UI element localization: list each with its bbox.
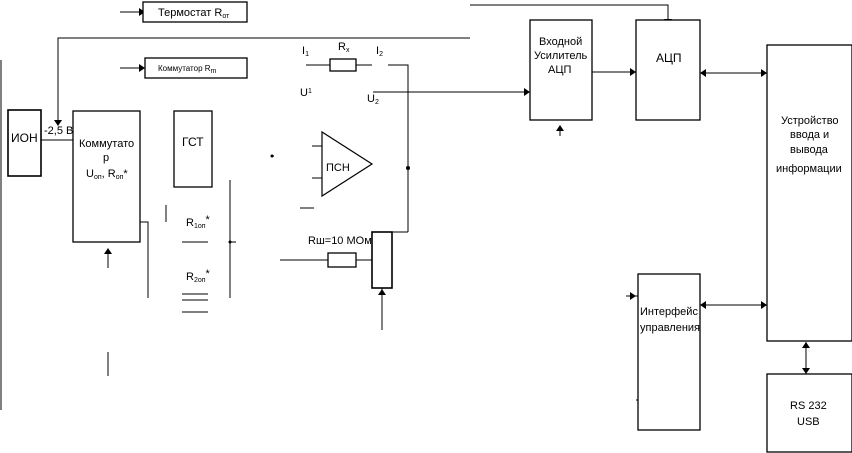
input-amplifier-block: Входной Усилитель АЦП — [529, 19, 593, 121]
svg-text:Устройство: Устройство — [781, 115, 839, 127]
ion-voltage-label: -2,5 В — [44, 125, 73, 137]
svg-text:ГСТ: ГСТ — [182, 135, 204, 149]
ion-block: ИОН -2,5 В — [7, 109, 73, 177]
r2op-label: R2оп* — [186, 268, 211, 284]
i1-label: I1 — [302, 45, 309, 58]
potentiometer — [371, 231, 393, 289]
rsh-resistor: Rш=10 МОм — [308, 235, 372, 268]
svg-text:Входной: Входной — [539, 36, 582, 48]
svg-text:RS 232: RS 232 — [790, 400, 827, 412]
r1op-label: R1оп* — [186, 214, 211, 230]
svg-text:ПСН: ПСН — [326, 162, 350, 174]
svg-text:Коммутато: Коммутато — [79, 138, 134, 150]
rx-resistor: Rx — [329, 41, 357, 72]
rs232-usb-block: RS 232 USB — [766, 373, 852, 453]
io-device-block: Устройство ввода и вывода информации — [766, 44, 852, 342]
svg-text:ввода и: ввода и — [790, 129, 829, 141]
commutator-r-block: Коммутатор Rm — [144, 57, 248, 79]
svg-text:Усилитель: Усилитель — [534, 50, 588, 62]
svg-text:Uоп, Rоп*: Uоп, Rоп* — [86, 168, 128, 181]
psn-amplifier: ПСН — [312, 130, 374, 198]
svg-text:ИОН: ИОН — [11, 131, 38, 145]
gst-block: ГСТ — [173, 110, 213, 188]
adc-block: АЦП — [635, 19, 701, 121]
svg-text:вывода: вывода — [790, 144, 829, 156]
junction-dot — [406, 166, 410, 170]
svg-text:управления: управления — [640, 322, 700, 334]
commutator-main-block: Коммутато р Uоп, Rоп* — [72, 110, 141, 243]
junction-dot — [270, 154, 274, 158]
svg-text:информации: информации — [776, 163, 842, 175]
svg-text:Термостат Rот: Термостат Rот — [158, 7, 230, 20]
wires — [0, 4, 807, 410]
svg-text:р: р — [103, 152, 109, 164]
svg-text:Rx: Rx — [338, 41, 350, 54]
svg-text:АЦП: АЦП — [656, 51, 682, 65]
u2-label: U2 — [367, 93, 379, 106]
svg-text:АЦП: АЦП — [548, 64, 571, 76]
i2-label: I2 — [376, 45, 383, 58]
svg-text:Коммутатор Rm: Коммутатор Rm — [158, 64, 217, 75]
svg-text:Rш=10 МОм: Rш=10 МОм — [308, 235, 372, 247]
junction-dot — [228, 240, 232, 244]
svg-text:Интерфейс: Интерфейс — [640, 306, 698, 318]
interface-block: Интерфейс управления — [637, 273, 701, 431]
svg-text:USB: USB — [797, 416, 820, 428]
u1-label: U1 — [300, 87, 312, 99]
thermostat-block: Термостат Rот — [142, 1, 248, 23]
